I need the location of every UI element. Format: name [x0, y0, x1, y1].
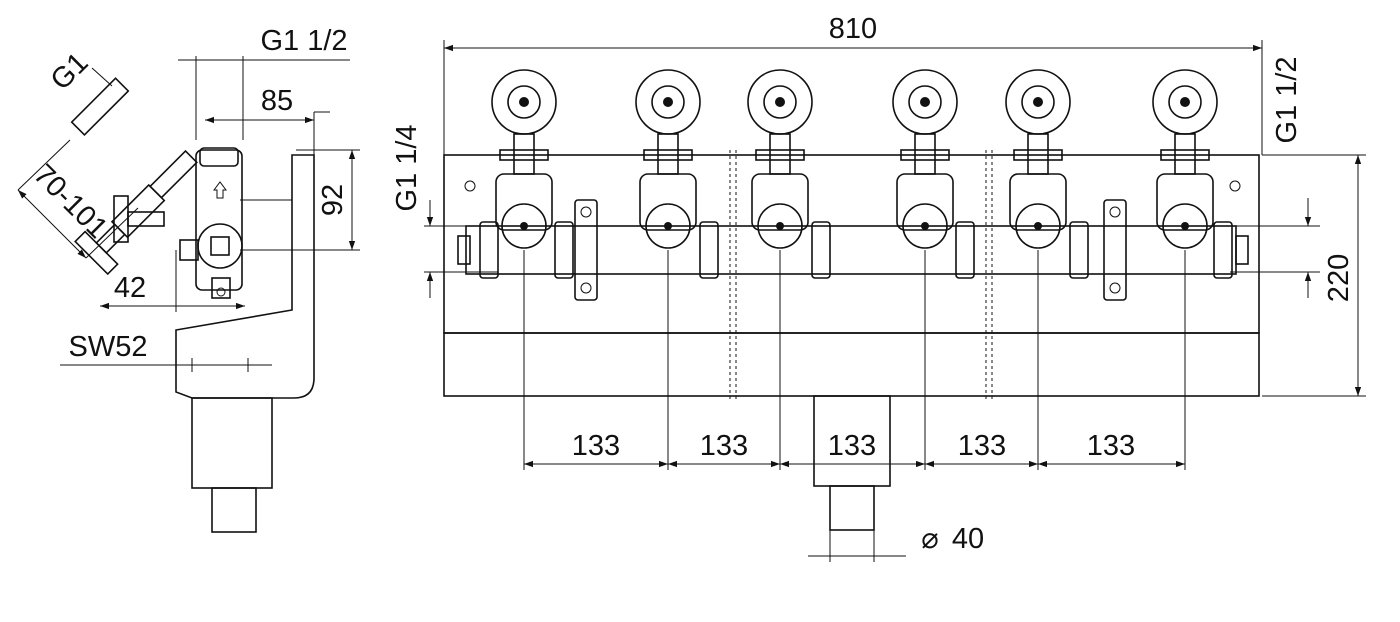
- label-spacing-2: 133: [700, 430, 748, 462]
- label-width-85: 85: [261, 85, 293, 117]
- label-thread-outlet: G1 1/2: [260, 25, 347, 57]
- valve-6: [1152, 69, 1218, 249]
- valve-2: [635, 69, 701, 249]
- outlet-stub: [211, 487, 257, 533]
- label-thread-top: G1: [45, 47, 95, 97]
- label-spacing-1: 133: [572, 430, 620, 462]
- label-wrench-size: SW52: [69, 331, 148, 363]
- label-thread-side: G1 1/4: [391, 124, 423, 211]
- base-channel: [443, 332, 1260, 397]
- label-spacing-3: 133: [828, 430, 876, 462]
- manifold-pipe: [465, 225, 1237, 275]
- handwheel-side: [70, 77, 130, 137]
- diameter-symbol: ⌀: [921, 523, 938, 555]
- valve-5: [1005, 69, 1071, 249]
- label-spacing-4: 133: [958, 430, 1006, 462]
- label-range-70-101: 70-101: [27, 158, 113, 244]
- clamp-left: [574, 199, 598, 301]
- valve-4: [892, 69, 958, 249]
- label-spacing-5: 133: [1087, 430, 1135, 462]
- label-overall-length: 810: [829, 13, 877, 45]
- valve-1: [491, 69, 557, 249]
- label-width-42: 42: [114, 272, 146, 304]
- backplate: [443, 154, 1260, 334]
- label-thread-right: G1 1/2: [1271, 56, 1303, 143]
- valve-body-side: [195, 149, 243, 291]
- front-view: 810 G1 1/4 G1 1/2 220 133 133 133: [391, 13, 1366, 562]
- wall-bracket: [175, 154, 315, 399]
- label-height-92: 92: [317, 184, 349, 216]
- front-outlet-stub: [829, 485, 875, 531]
- label-diameter-value: 40: [952, 523, 984, 555]
- side-view: G1 1/2 85 92 G1 70-101 42 SW52: [17, 25, 360, 533]
- outlet-pipe: [191, 397, 273, 489]
- valve-3: [747, 69, 813, 249]
- label-height-220: 220: [1323, 254, 1355, 302]
- clamp-right: [1103, 199, 1127, 301]
